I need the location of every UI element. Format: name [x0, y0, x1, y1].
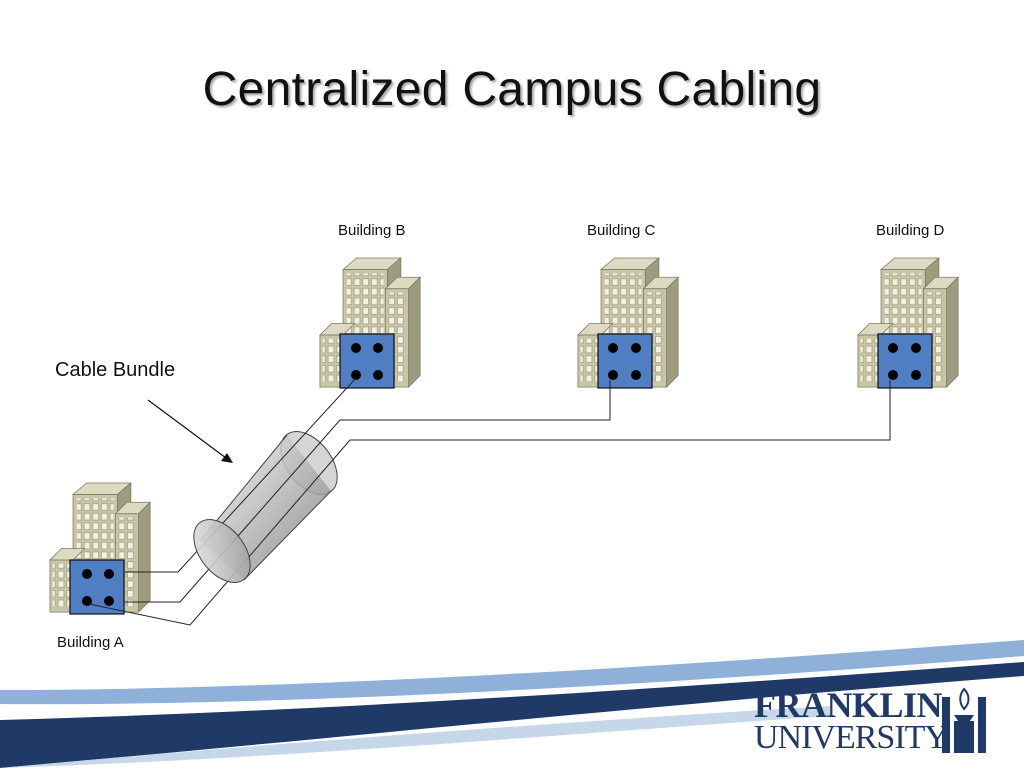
building-b-label: Building B [338, 222, 406, 239]
cable-wires [88, 377, 891, 626]
cable-to-building-c [125, 380, 611, 603]
cable-bundle-front-cap [193, 519, 251, 583]
cable-bundle-label: Cable Bundle [55, 359, 176, 381]
building-d-label: Building D [876, 222, 945, 239]
slide-title: Centralized Campus Cabling [202, 63, 822, 116]
logo-line2: UNIVERSITY [754, 719, 949, 756]
building-c-panel [597, 333, 653, 389]
building-a-label: Building A [57, 634, 124, 651]
building-c-label: Building C [587, 222, 656, 239]
logo-torch-icon [942, 687, 986, 753]
building-a-panel [69, 559, 125, 615]
logo-line1: FRANKLIN [754, 685, 943, 725]
wave-navy-band [0, 662, 1024, 768]
cable-to-building-b [125, 377, 357, 573]
building-b-panel [339, 333, 395, 389]
building-d-panel [877, 333, 933, 389]
franklin-university-logo: FRANKLIN UNIVERSITY [754, 687, 990, 757]
wave-faint-band [0, 706, 830, 768]
cable-to-building-d [88, 380, 891, 626]
arrowhead-icon [221, 453, 233, 463]
wave-light-band [0, 640, 1024, 705]
cable-bundle-arrow [147, 399, 227, 459]
